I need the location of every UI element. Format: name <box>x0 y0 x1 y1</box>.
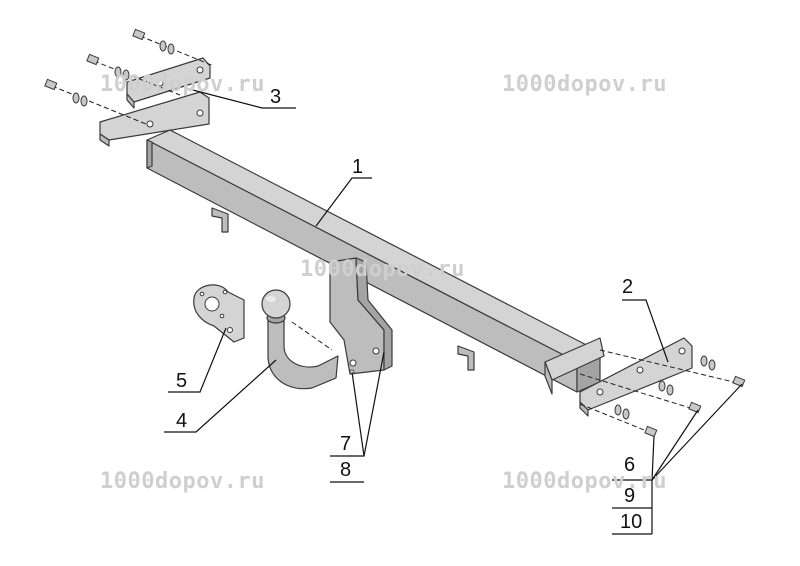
watermark-top-right: 1000dopov.ru <box>502 72 667 97</box>
callout-1: 1 <box>352 156 364 178</box>
callout-7: 7 <box>340 433 352 455</box>
left-mounting-plates <box>44 28 215 147</box>
ball-mount-bracket <box>329 257 393 375</box>
left-bolts <box>44 28 215 125</box>
callout-9: 9 <box>624 485 636 507</box>
tow-ball-arm <box>261 289 339 390</box>
watermark-bottom-left: 1000dopov.ru <box>100 469 265 494</box>
callout-3: 3 <box>270 86 282 108</box>
callout-10: 10 <box>620 511 643 533</box>
callout-2: 2 <box>622 276 634 298</box>
left-plate-back <box>126 57 211 109</box>
callout-5: 5 <box>176 370 188 392</box>
left-plate-front <box>99 91 210 147</box>
callout-4: 4 <box>176 410 188 432</box>
watermark-top-left: 1000dopov.ru <box>100 72 265 97</box>
socket-bracket <box>193 284 245 343</box>
callout-8: 8 <box>340 459 352 481</box>
watermark-bottom-right: 1000dopov.ru <box>502 469 667 494</box>
leader-lines <box>164 87 743 535</box>
right-mounting-plate <box>579 337 693 417</box>
callout-6: 6 <box>624 454 636 476</box>
watermark-center: 1000dopov.ru <box>300 257 465 282</box>
